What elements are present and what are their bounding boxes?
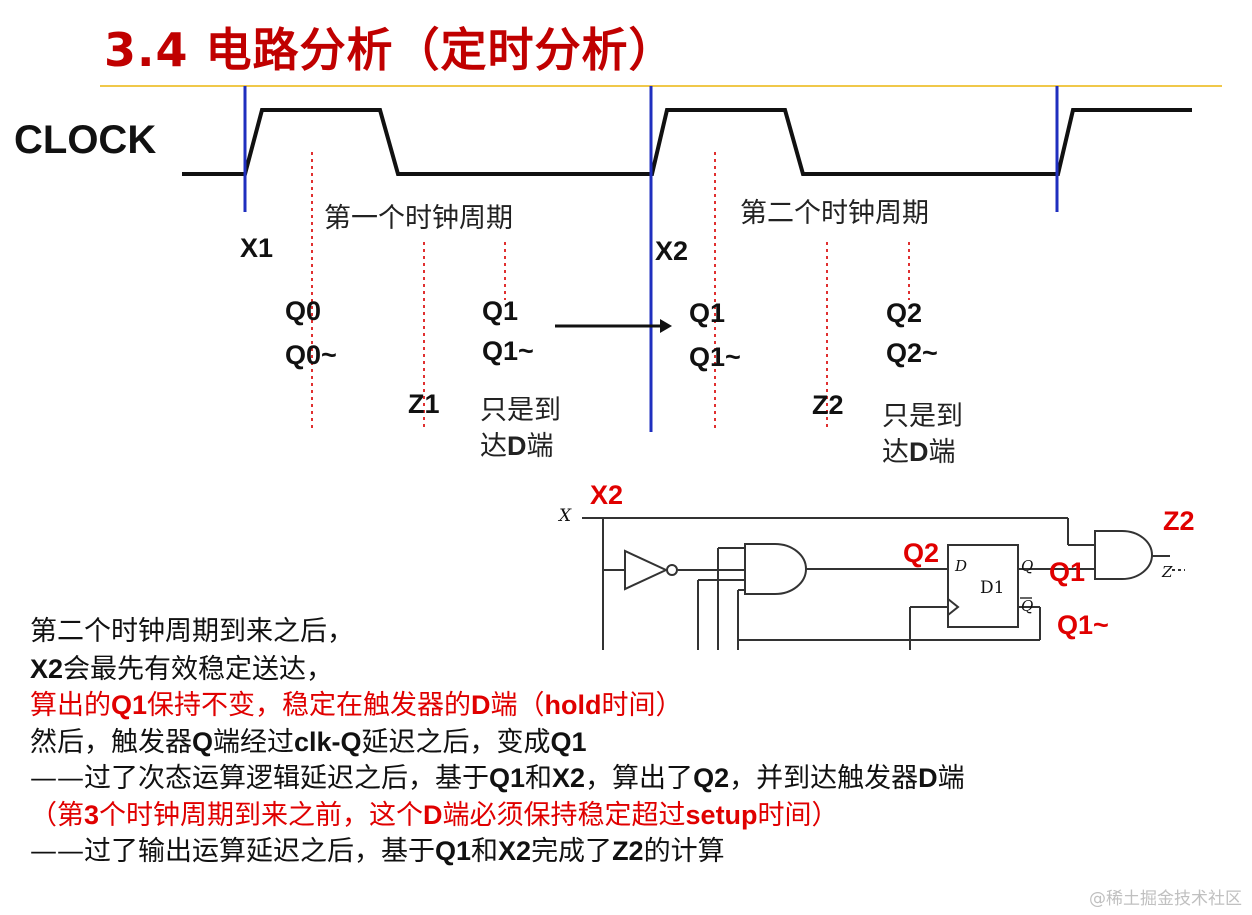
circuit-q1-label: Q1: [1049, 557, 1086, 587]
circuit-z2-label: Z2: [1163, 506, 1195, 536]
q0-label: Q0: [285, 296, 322, 326]
q1n-label-cycle1: Q1~: [482, 336, 534, 366]
q1-label-cycle2: Q1: [689, 298, 726, 328]
ff-name: D1: [980, 578, 1005, 598]
q2n-label: Q2~: [886, 338, 938, 368]
z1-label: Z1: [408, 389, 440, 419]
explanation-line-5: ——过了次态运算逻辑延迟之后，基于Q1和X2，算出了Q2，并到达触发器D端: [30, 763, 965, 794]
explanation-line-6: （第3个时钟周期到来之前，这个D端必须保持稳定超过setup时间）: [30, 799, 839, 831]
watermark: @稀土掘金技术社区: [1089, 889, 1242, 909]
dotted-timing-lines: [311, 152, 910, 428]
x2-label: X2: [655, 236, 689, 266]
x1-label: X1: [240, 233, 274, 263]
circuit-q1n-label: Q1~: [1057, 610, 1109, 640]
ff-qbar-pin: Q: [1021, 597, 1034, 615]
reach-d-note-2-line1: 只是到: [882, 401, 963, 432]
inverter-bubble: [666, 564, 678, 576]
reach-d-note-1-line2: 达D端: [480, 431, 554, 462]
explanation-line-2: X2会最先有效稳定送达，: [30, 653, 334, 685]
circuit-input-x: X: [559, 506, 572, 526]
next-state-and-gate: [744, 543, 807, 595]
q1-label-cycle1: Q1: [482, 296, 519, 326]
clock-waveform: [182, 108, 1192, 176]
explanation-text: 第二个时钟周期到来之后， X2会最先有效稳定送达， 算出的Q1保持不变，稳定在触…: [30, 614, 965, 870]
q1n-label-cycle2: Q1~: [689, 342, 741, 372]
explanation-line-4: 然后，触发器Q端经过clk-Q延迟之后，变成Q1: [30, 726, 587, 758]
cycle1-label: 第一个时钟周期: [324, 203, 513, 234]
q0n-label: Q0~: [285, 340, 337, 370]
circuit-wires: [582, 517, 1185, 650]
arrow-head: [660, 319, 672, 333]
explanation-line-1: 第二个时钟周期到来之后，: [30, 616, 354, 647]
z2-label: Z2: [812, 390, 844, 420]
reach-d-note-2-line2: 达D端: [882, 437, 956, 468]
circuit-q2-label: Q2: [903, 538, 940, 568]
explanation-line-7: ——过了输出运算延迟之后，基于Q1和X2完成了Z2的计算: [30, 836, 725, 867]
clock-triangle: [947, 598, 960, 616]
explanation-line-3: 算出的Q1保持不变，稳定在触发器的D端（hold时间）: [30, 690, 683, 721]
d-flipflop: [947, 544, 1019, 628]
ff-d-pin: D: [955, 557, 968, 575]
reach-d-note-1-line1: 只是到: [480, 395, 561, 426]
clock-label: CLOCK: [14, 118, 157, 162]
q2-label: Q2: [886, 298, 923, 328]
inverter-gate: [624, 549, 669, 591]
cycle2-label: 第二个时钟周期: [740, 198, 929, 229]
page-title: 3.4 电路分析（定时分析）: [104, 23, 676, 77]
circuit-x2-label: X2: [590, 480, 624, 510]
circuit-output-z: Z: [1162, 563, 1173, 581]
output-and-gate: [1094, 530, 1153, 580]
ff-q-pin: Q: [1021, 557, 1034, 575]
